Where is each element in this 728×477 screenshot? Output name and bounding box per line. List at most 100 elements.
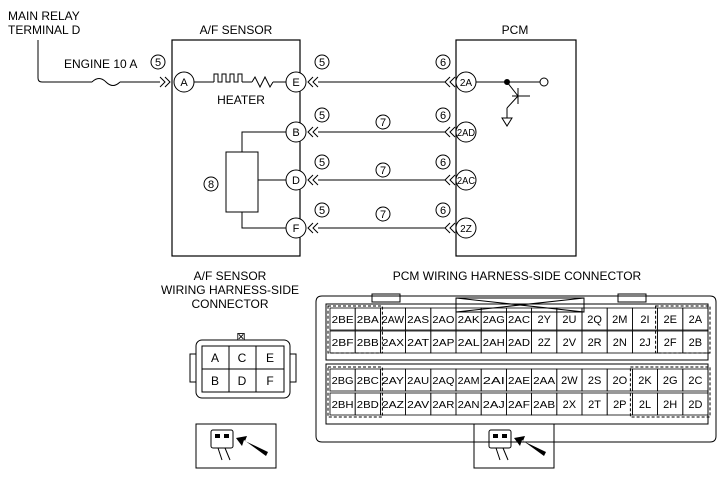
relay-wire — [37, 40, 60, 83]
pcm-connector-pin-label: 2B — [689, 337, 702, 349]
af-pin-f: F — [285, 217, 307, 239]
svg-text:D: D — [292, 175, 300, 187]
pcm-connector-pin-label: 2AJ — [483, 400, 505, 411]
pcm-connector-pin-label: 2G — [663, 375, 678, 387]
pcm-connector-pin-label: 2AI — [483, 376, 505, 387]
pcm-connector-pin-label: 2BA — [357, 315, 379, 326]
pcm-connector-pin-label: 2AM — [458, 376, 480, 387]
pcm-connector-pin-label: 2X — [563, 399, 577, 411]
pcm-connector-pin-label: 2AU — [407, 376, 429, 387]
pcm-connector-pin-label: 2AR — [432, 400, 454, 411]
af-conn-pin-b: B — [211, 374, 219, 388]
svg-text:5: 5 — [319, 57, 325, 69]
svg-text:5: 5 — [319, 110, 325, 122]
af-conn-pin-e: E — [266, 351, 274, 365]
svg-text:7: 7 — [380, 209, 386, 221]
pcm-connector-pin-label: 2AC — [508, 315, 530, 326]
af-sensor-title: A/F SENSOR — [200, 23, 273, 37]
af-pin-a: A — [173, 71, 195, 93]
pcm-connector-pin-label: 2AB — [533, 400, 555, 411]
pcm-connector-pin-label: 2Y — [537, 314, 551, 326]
svg-text:E: E — [292, 77, 299, 89]
fuse-symbol — [91, 78, 121, 86]
sensing-element — [225, 151, 259, 213]
pcm-connector-pin-label: 2T — [588, 399, 601, 411]
pcm-connector-pin-label: 2R — [588, 337, 602, 349]
pcm-connector-pin-label: 2AZ — [382, 400, 404, 411]
pcm-connector-pin-label: 2AO — [432, 315, 454, 326]
pcm-connector-pin-label: 2BF — [332, 338, 354, 349]
pcm-connector-pin-label: 2W — [561, 375, 578, 387]
pcm-connector-pin-label: 2AW — [382, 315, 405, 326]
pcm-connector-pin-label: 2BE — [332, 315, 354, 326]
heater-label: HEATER — [217, 93, 265, 107]
pcm-heater-driver — [476, 77, 549, 127]
pcm-box — [455, 39, 577, 257]
pcm-connector-pin-label: 2E — [663, 314, 676, 326]
pcm-connector-pin-label: 2M — [612, 314, 627, 326]
pcm-connector-pin-label: 2C — [688, 375, 702, 387]
pcm-connector-pin-label: 2AN — [458, 400, 480, 411]
pcm-connector-cell — [682, 368, 709, 392]
pcm-connector-pin-label: 2J — [639, 337, 651, 349]
af-connector-face — [189, 339, 297, 399]
wire-b-2ad: 5 7 6 — [307, 107, 456, 138]
svg-text:6: 6 — [440, 205, 446, 217]
pcm-connector-pin-label: 2D — [688, 399, 702, 411]
svg-text:6: 6 — [440, 57, 446, 69]
svg-text:6: 6 — [440, 157, 446, 169]
lock-icon: ⊠ — [236, 331, 245, 343]
pcm-pin-2z: 2Z — [455, 217, 477, 239]
pcm-connector-pin-label: 2K — [638, 375, 652, 387]
pcm-connector-pin-label: 2AH — [483, 338, 505, 349]
af-pin-b: B — [285, 121, 307, 143]
pcm-connector-pin-label: 2F — [664, 337, 677, 349]
pcm-connector-pin-label: 2AA — [533, 376, 555, 387]
pcm-connector-pin-label: 2O — [612, 375, 627, 387]
af-connector-title-3: CONNECTOR — [191, 297, 268, 311]
pcm-connector-pin-label: 2I — [640, 314, 649, 326]
pcm-connector-pin-label: 2AQ — [432, 376, 454, 387]
svg-text:7: 7 — [380, 117, 386, 129]
pcm-connector-pin-label: 2AY — [382, 376, 404, 387]
pcm-connector-group-outline — [655, 305, 711, 354]
pcm-connector-cell — [682, 392, 709, 416]
pcm-pin-2ac: 2AC — [455, 169, 477, 191]
pcm-connector-pin-label: 2AP — [432, 338, 454, 349]
af-conn-pin-f: F — [266, 374, 273, 388]
svg-text:A: A — [180, 77, 188, 89]
pcm-connector-pin-label: 2Z — [538, 337, 551, 349]
pcm-connector-group-outline — [327, 366, 383, 418]
pcm-pin-2a: 2A — [455, 71, 477, 93]
pcm-connector-pin-label: 2P — [613, 399, 626, 411]
svg-text:6: 6 — [440, 110, 446, 122]
pcm-connector-pin-label: 2AF — [508, 400, 530, 411]
circle-number-8: 8 — [203, 176, 219, 192]
pcm-connector-view-icon — [473, 423, 555, 469]
pcm-connector-pin-label: 2AD — [508, 338, 530, 349]
af-conn-pin-a: A — [211, 351, 219, 365]
pcm-connector-pin-label: 2AG — [483, 315, 505, 326]
svg-text:7: 7 — [380, 165, 386, 177]
svg-text:2Z: 2Z — [460, 224, 472, 235]
heater-resistor — [251, 75, 274, 89]
svg-text:5: 5 — [319, 205, 325, 217]
svg-text:F: F — [293, 223, 300, 235]
pcm-connector-pin-label: 2AT — [407, 338, 429, 349]
pcm-connector-pin-label: 2N — [613, 337, 627, 349]
af-conn-pin-d: D — [238, 374, 247, 388]
af-pin-d: D — [285, 169, 307, 191]
pcm-connector-pin-label: 2Q — [587, 314, 602, 326]
pcm-connector-pin-label: 2BH — [332, 400, 354, 411]
pcm-connector-group-outline — [327, 305, 383, 354]
pcm-connector-pin-label: 2AS — [407, 315, 429, 326]
pcm-pin-2ad: 2AD — [455, 121, 477, 143]
pcm-connector-pin-label: 2AV — [407, 400, 429, 411]
wire-d-2ac: 5 7 6 — [307, 154, 456, 186]
svg-text:5: 5 — [155, 57, 161, 69]
pcm-connector-title: PCM WIRING HARNESS-SIDE CONNECTOR — [393, 269, 642, 283]
fuse-label: ENGINE 10 A — [64, 57, 137, 71]
svg-text:B: B — [292, 127, 299, 139]
wire-f-2z: 5 7 6 — [307, 202, 456, 234]
